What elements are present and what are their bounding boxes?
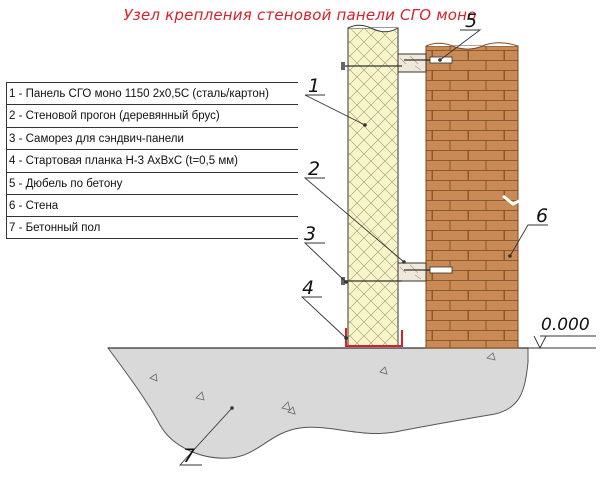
legend-left-border [6, 82, 7, 238]
level-mark-label: 0.000 [541, 315, 590, 335]
callout-1: 1 [308, 75, 320, 97]
legend-item-4: 4 - Стартовая планка Н-3 АхВхС (t=0,5 мм… [6, 149, 298, 171]
legend-item-1: 1 - Панель СГО моно 1150 2х0,5С (сталь/к… [6, 82, 298, 104]
legend-item-5: 5 - Дюбель по бетону [6, 171, 298, 194]
legend-item-2: 2 - Стеновой прогон (деревянный брус) [6, 104, 298, 126]
level-mark: 0.000 [528, 315, 596, 350]
legend-table: 1 - Панель СГО моно 1150 2х0,5С (сталь/к… [6, 82, 298, 239]
callout-2: 2 [308, 158, 320, 180]
concrete-floor [107, 347, 529, 459]
purlin-top [397, 53, 427, 73]
self-tapping-screw-bottom [341, 277, 402, 285]
purlin-bottom [397, 262, 427, 282]
self-tapping-screw-top [341, 62, 402, 70]
callout-6: 6 [536, 205, 548, 227]
legend-item-7: 7 - Бетонный пол [6, 216, 298, 239]
concrete-dowel-bottom [404, 266, 453, 274]
leader-dots [230, 58, 512, 410]
callout-5: 5 [465, 10, 477, 32]
leader-lines [178, 29, 548, 466]
callout-4: 4 [302, 277, 314, 299]
callout-3: 3 [304, 223, 316, 245]
legend-item-3: 3 - Саморез для сэндвич-панели [6, 126, 298, 149]
legend-item-6: 6 - Стена [6, 193, 298, 216]
concrete-aggregate [149, 352, 496, 415]
callout-7: 7 [183, 445, 195, 467]
drawing-title: Узел крепления стеновой панели СГО моно [123, 6, 477, 24]
